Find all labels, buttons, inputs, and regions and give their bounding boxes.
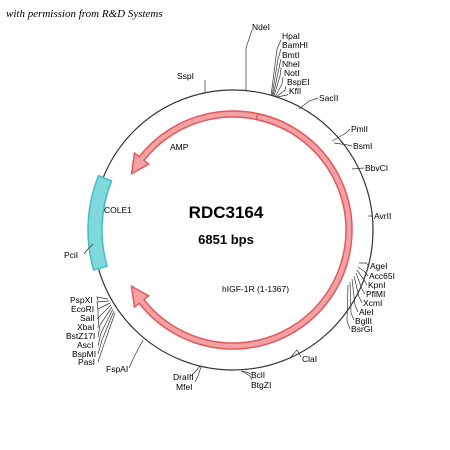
- site-label-ecori: EcoRI: [71, 304, 94, 314]
- site-label-pcii: PciI: [64, 250, 78, 260]
- site-label-bbvci: BbvCI: [365, 163, 388, 173]
- site-label-bsrgi: BsrGI: [351, 324, 373, 334]
- site-label-bspei: BspEI: [287, 77, 310, 87]
- site-leader-lines: [83, 29, 373, 383]
- site-label-sspi: SspI: [177, 71, 194, 81]
- site-label-bamhi: BamHI: [282, 40, 308, 50]
- site-label-noti: NotI: [284, 68, 300, 78]
- site-label-fspai: FspAI: [106, 364, 128, 374]
- amp-feature-label: AMP: [170, 142, 189, 152]
- site-label-hpai: HpaI: [282, 31, 300, 41]
- site-label-pasi: PasI: [78, 357, 95, 367]
- site-label-kpni: KpnI: [368, 280, 386, 290]
- site-label-xcmi: XcmI: [363, 298, 382, 308]
- site-label-clai: ClaI: [302, 354, 317, 364]
- cole1-feature-bar: [87, 174, 113, 271]
- site-label-pmli: PmlI: [351, 124, 368, 134]
- site-label-kfli: KflI: [289, 86, 301, 96]
- site-label-sali: SalI: [80, 313, 95, 323]
- site-label-nhei: NheI: [282, 59, 300, 69]
- site-label-pflmi: PflMI: [366, 289, 385, 299]
- site-label-agei: AgeI: [370, 261, 388, 271]
- site-label-btgzi: BtgZI: [251, 380, 271, 390]
- site-label-sacii: SacII: [319, 93, 338, 103]
- higf1r-feature-label: hIGF-1R (1-1367): [222, 284, 289, 294]
- plasmid-backbone: [92, 89, 374, 371]
- site-label-asci: AscI: [77, 340, 94, 350]
- site-label-draiii: DraIII: [173, 372, 194, 382]
- site-label-bstz17i: BstZ17I: [66, 331, 95, 341]
- site-label-bsmi: BsmI: [353, 141, 372, 151]
- amp-feature-arrow: [130, 110, 289, 176]
- permission-note: with permission from R&D Systems: [6, 8, 163, 20]
- cole1-feature-label: COLE1: [104, 205, 132, 215]
- plasmid-name: RDC3164: [189, 203, 264, 222]
- plasmid-size: 6851 bps: [198, 232, 254, 247]
- site-label-bmti: BmtI: [282, 50, 299, 60]
- restriction-site-labels: NdeI HpaI BamHI BmtI NheI NotI BspEI Kfl…: [64, 22, 395, 392]
- site-label-acc65i: Acc65I: [369, 271, 395, 281]
- site-label-mfei: MfeI: [176, 382, 193, 392]
- site-label-bspmi: BspMI: [72, 349, 96, 359]
- site-label-ndei: NdeI: [252, 22, 270, 32]
- site-label-bcli: BclI: [251, 370, 265, 380]
- site-label-alei: AleI: [359, 307, 374, 317]
- site-label-bglii: BglII: [355, 316, 372, 326]
- higf1r-feature-arrow: [130, 112, 353, 350]
- site-label-pspxi: PspXI: [70, 295, 93, 305]
- site-label-avrii: AvrII: [374, 211, 391, 221]
- site-label-xbai: XbaI: [77, 322, 95, 332]
